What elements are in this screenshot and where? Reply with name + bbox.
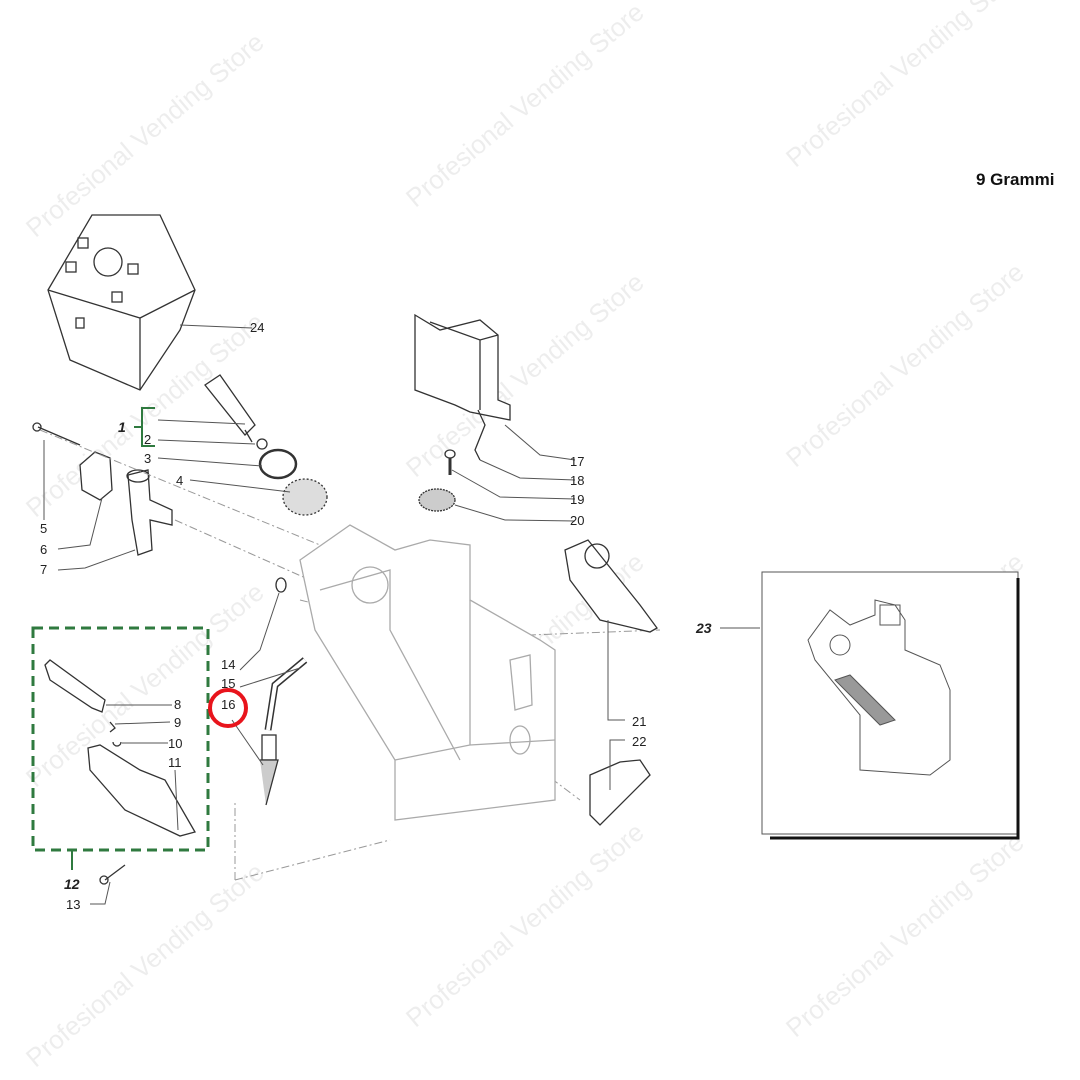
part-label-19: 19 [570, 492, 585, 507]
group-12-box [31, 626, 210, 852]
part-label-15: 15 [221, 676, 236, 691]
part-17-hopper [414, 313, 511, 421]
part-label-7: 7 [40, 562, 48, 577]
group-label-1: 1 [118, 419, 126, 435]
part-23-assembly-inset [761, 571, 1020, 840]
part-7-fitting [127, 469, 173, 556]
part-label-3: 3 [144, 451, 152, 466]
part-label-4: 4 [176, 473, 184, 488]
part-label-10: 10 [168, 736, 183, 751]
highlight-circle [208, 688, 248, 728]
part-6-bracket [79, 451, 113, 501]
part-label-2: 2 [144, 432, 152, 447]
part-3-oring [258, 448, 298, 480]
part-24-cover [47, 214, 196, 391]
part-18-spring [474, 409, 486, 461]
part-label-6: 6 [40, 542, 48, 557]
part-22-pin [589, 759, 651, 826]
part-9-spring [109, 721, 116, 733]
part-11-guide [87, 744, 196, 837]
part-label-24: 24 [250, 320, 265, 335]
part-8-lever [44, 659, 106, 713]
group-1-bracket [134, 407, 155, 447]
part-label-16: 16 [221, 697, 236, 712]
part-14-oring [275, 577, 287, 593]
part-2-oring [256, 438, 268, 450]
part-label-22: 22 [632, 734, 647, 749]
part-16-nozzle [260, 734, 279, 806]
part-label-18: 18 [570, 473, 585, 488]
part-1-piston [204, 374, 256, 443]
part-21-piston-group [564, 539, 658, 633]
brewer-body [299, 524, 556, 821]
part-label-21: 21 [632, 714, 647, 729]
part-4-filter [282, 478, 328, 516]
part-label-13: 13 [66, 897, 81, 912]
group-label-23: 23 [696, 620, 712, 636]
part-label-14: 14 [221, 657, 236, 672]
part-10-clip [112, 741, 122, 747]
part-label-5: 5 [40, 521, 48, 536]
part-label-17: 17 [570, 454, 585, 469]
part-label-11: 11 [168, 755, 182, 770]
part-label-8: 8 [174, 697, 182, 712]
part-5-screw [37, 426, 81, 446]
part-13-screw [104, 864, 126, 881]
model-title: 9 Grammi [976, 170, 1055, 189]
part-label-20: 20 [570, 513, 585, 528]
part-20-filter [418, 488, 456, 512]
part-label-9: 9 [174, 715, 182, 730]
group-label-12: 12 [64, 876, 80, 892]
